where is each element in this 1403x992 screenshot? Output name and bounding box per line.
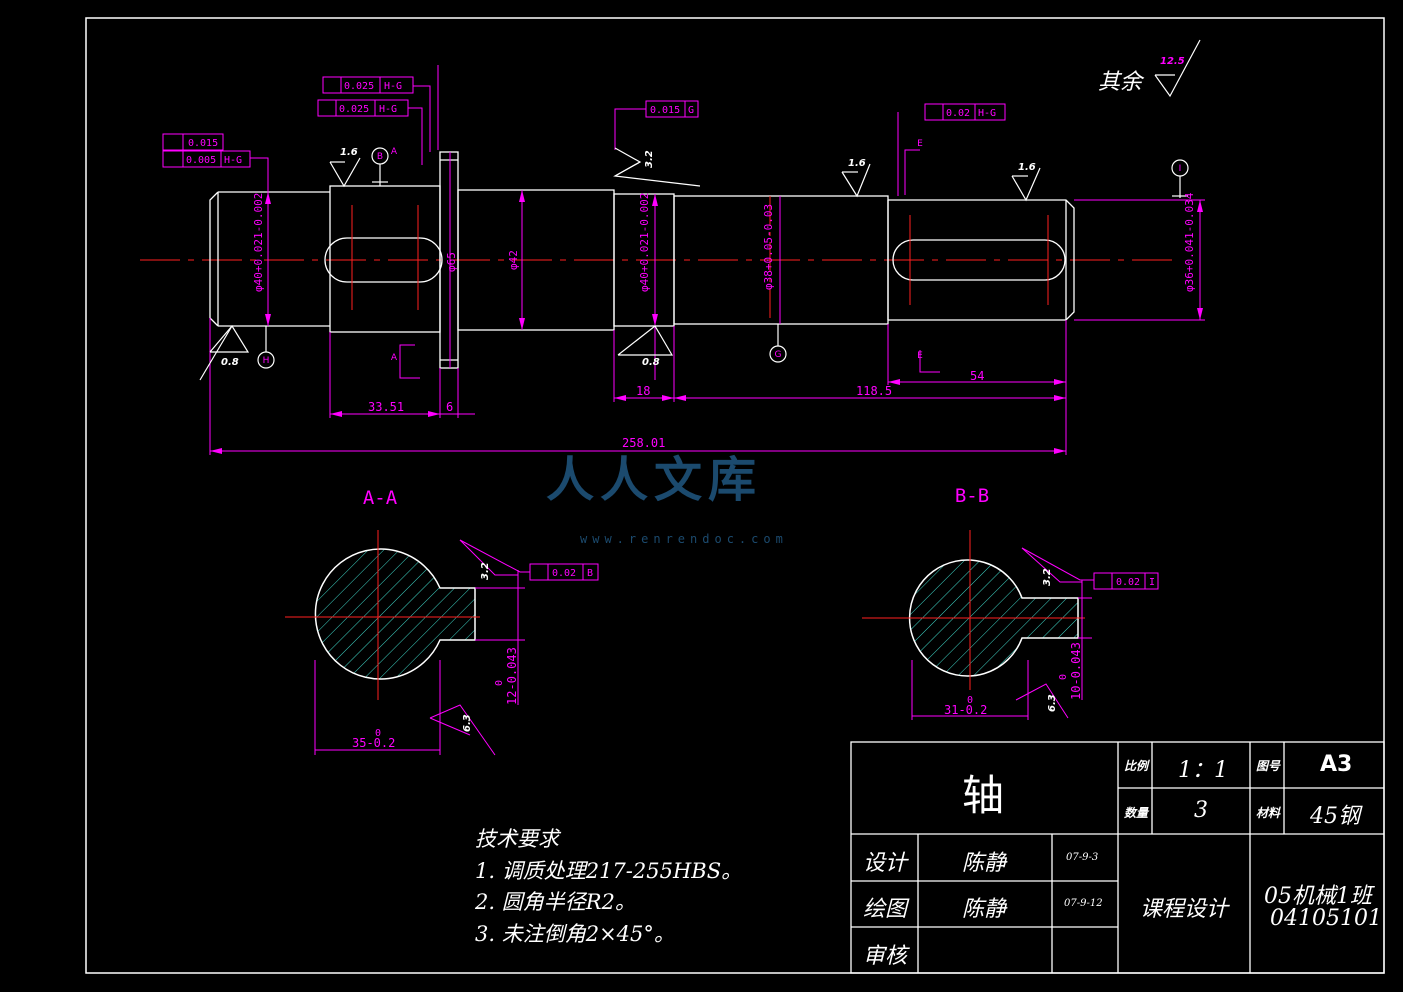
scale-value: 1：1: [1178, 758, 1228, 783]
datum-g: G: [775, 350, 782, 360]
dim-118-5: 118.5: [856, 384, 892, 398]
review-label: 审核: [863, 944, 908, 969]
part-name: 轴: [962, 771, 1005, 820]
datum-b: B: [377, 152, 383, 162]
tol-f2-value: 0.025: [339, 104, 369, 115]
scale-label: 比例: [1124, 759, 1149, 773]
general-roughness-note: 其余: [1098, 70, 1143, 95]
design-name: 陈静: [962, 851, 1007, 876]
title-block-grid: [850, 741, 1385, 974]
student-id: 04105101: [1270, 906, 1382, 931]
draw-label: 绘图: [863, 897, 908, 922]
section-aa-title: A-A: [363, 487, 398, 509]
dimension-lines: [209, 65, 1205, 455]
design-label: 设计: [863, 851, 908, 876]
dim-d40-mid: φ40+0.021-0.002: [638, 193, 651, 292]
cut-e-bottom: E: [917, 351, 923, 361]
section-bb-title: B-B: [955, 485, 989, 507]
tol-f7-datum: B: [587, 568, 593, 579]
dim-18: 18: [636, 384, 650, 398]
tol-f5-datum: G: [688, 105, 694, 116]
aa-width-zero: 0: [375, 728, 381, 739]
watermark-text: 人人文库: [546, 452, 763, 508]
quantity-value: 3: [1194, 798, 1208, 823]
dim-258-01: 258.01: [622, 436, 665, 450]
tol-f6-datum: H-G: [978, 108, 996, 119]
roughness-9: 3.2: [1042, 568, 1053, 586]
tol-f2-datum: H-G: [379, 104, 397, 115]
tol-f7-value: 0.02: [552, 568, 576, 579]
bb-key-zero: 0: [1058, 674, 1069, 680]
roughness-7: 3.2: [480, 562, 491, 580]
dim-54: 54: [970, 369, 984, 383]
tol-f8-value: 0.02: [1116, 577, 1140, 588]
datum-h: H: [263, 356, 270, 366]
tech-req-item-1: 1. 调质处理217-255HBS。: [475, 859, 743, 883]
drawing-border: [85, 17, 1385, 974]
roughness-4: 1.6: [1018, 162, 1036, 173]
tol-f4-datum: H-G: [224, 155, 242, 166]
design-date: 07-9-3: [1066, 852, 1099, 863]
aa-width-dim: 35-0.2: [352, 736, 395, 750]
roughness-10: 6.3: [1047, 694, 1058, 712]
course-name: 课程设计: [1140, 897, 1229, 922]
drawing-no-value: A3: [1320, 752, 1353, 777]
section-bb: [862, 530, 1094, 720]
roughness-8: 6.3: [462, 714, 473, 732]
dim-d40-left: φ40+0.021-0.002: [252, 193, 265, 292]
aa-key-dim: 12-0.043: [505, 647, 519, 705]
tol-f3-value: 0.015: [188, 138, 218, 149]
cut-a-top: A: [391, 147, 398, 157]
material-value: 45钢: [1310, 804, 1360, 829]
dim-6: 6: [446, 400, 453, 414]
tol-f4-value: 0.005: [186, 155, 216, 166]
dim-d38: φ38+0.05-0.03: [762, 204, 775, 290]
tech-req-item-3: 3. 未注倒角2×45°。: [475, 922, 675, 946]
tech-req-title: 技术要求: [475, 827, 559, 851]
dim-d42: φ42: [507, 250, 520, 270]
tol-f5-value: 0.015: [650, 105, 680, 116]
section-aa: [285, 530, 530, 756]
tolerance-frames: [162, 76, 1159, 590]
datum-i: I: [1179, 164, 1182, 174]
dim-33-51: 33.51: [368, 400, 404, 414]
dim-d36: φ36+0.041-0.034: [1183, 192, 1196, 292]
aa-key-zero: 0: [494, 680, 505, 686]
roughness-2: 3.2: [644, 150, 655, 168]
roughness-6: 0.8: [642, 357, 660, 368]
tol-f1-value: 0.025: [344, 81, 374, 92]
watermark-url: www.renrendoc.com: [580, 532, 788, 546]
roughness-5: 0.8: [221, 357, 239, 368]
draw-name: 陈静: [962, 897, 1007, 922]
bb-width-zero: 0: [967, 695, 973, 706]
bb-key-dim: 10-0.043: [1069, 642, 1083, 700]
tech-req-item-2: 2. 圆角半径R2。: [475, 890, 636, 914]
material-label: 材料: [1256, 806, 1281, 820]
bb-width-dim: 31-0.2: [944, 703, 987, 717]
tol-f1-datum: H-G: [384, 81, 402, 92]
dim-d65: φ65: [445, 252, 458, 272]
roughness-3: 1.6: [848, 158, 866, 169]
cut-a-bottom: A: [391, 353, 398, 363]
draw-date: 07-9-12: [1064, 898, 1103, 909]
roughness-symbols: [199, 39, 1201, 381]
quantity-label: 数量: [1124, 806, 1149, 820]
watermark-logo: 人人文库: [546, 440, 762, 510]
shaft-main-view: [140, 151, 1180, 369]
roughness-general: 12.5: [1160, 56, 1185, 67]
tol-f6-value: 0.02: [946, 108, 970, 119]
class-name: 05机械1班: [1264, 884, 1372, 909]
drawing-no-label: 图号: [1256, 759, 1281, 773]
tol-f8-datum: I: [1149, 577, 1155, 588]
cut-e-top: E: [917, 139, 923, 149]
roughness-1: 1.6: [340, 147, 358, 158]
